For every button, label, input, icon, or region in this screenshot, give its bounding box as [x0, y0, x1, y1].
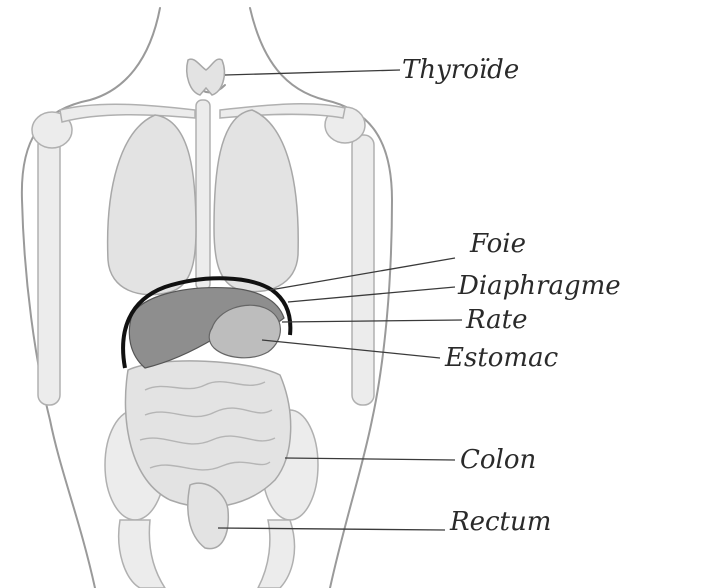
- label-estomac: Estomac: [444, 343, 559, 373]
- labels: Thyroïde Foie Diaphragme Rate Estomac Co…: [402, 55, 621, 537]
- thyroid: [187, 59, 225, 95]
- label-rate: Rate: [465, 305, 528, 335]
- label-thyroide: Thyroïde: [402, 55, 519, 85]
- label-rectum: Rectum: [449, 507, 551, 537]
- label-diaphragme: Diaphragme: [457, 271, 621, 301]
- label-foie: Foie: [469, 229, 526, 259]
- label-colon: Colon: [460, 445, 536, 475]
